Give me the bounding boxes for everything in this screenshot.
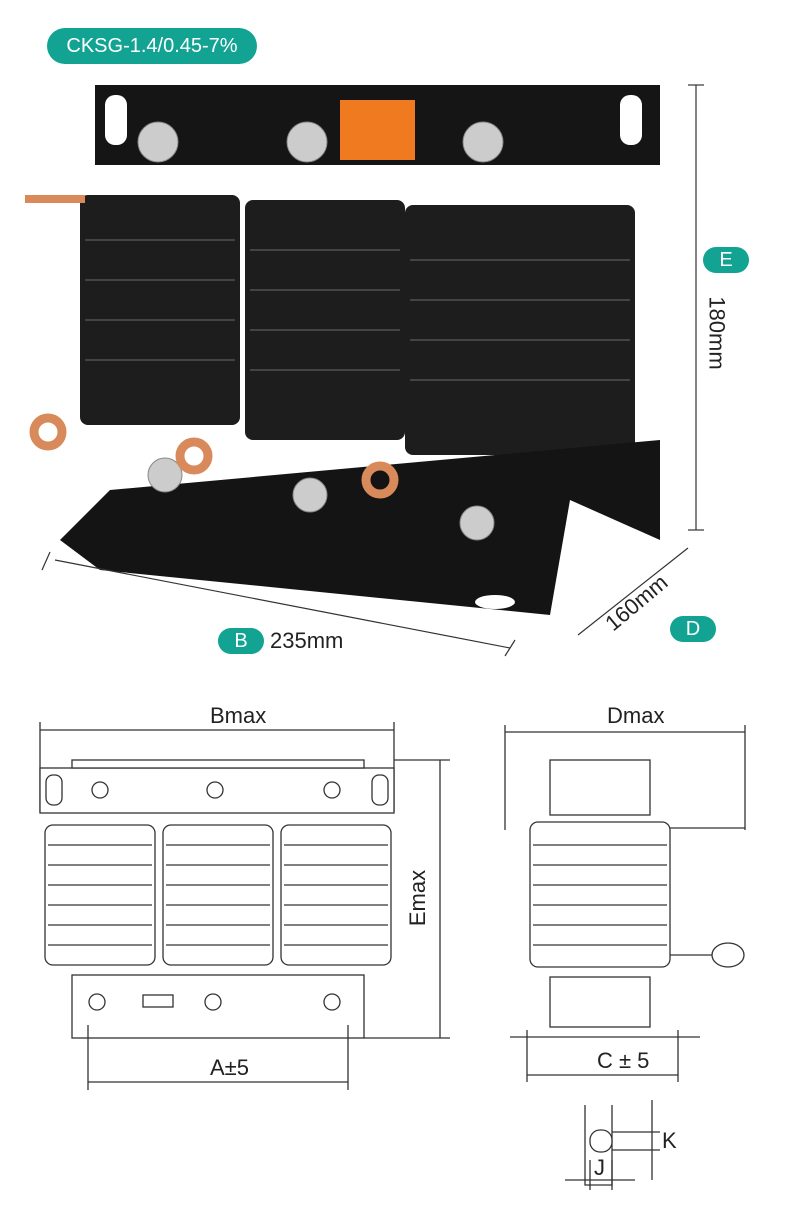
- dim-d-badge: D: [670, 616, 716, 642]
- terminal-block: [340, 100, 415, 160]
- side-view-drawing: [504, 725, 746, 1082]
- j-label: J: [594, 1155, 605, 1180]
- coil-2: [245, 200, 405, 440]
- coil-3: [405, 205, 635, 455]
- a-label: A±5: [210, 1055, 249, 1080]
- dim-e-badge: E: [703, 247, 749, 273]
- k-label: K: [662, 1128, 677, 1153]
- dim-e-value: 180mm: [704, 296, 730, 370]
- front-view-drawing: [39, 722, 450, 1090]
- dim-b-value: 235mm: [270, 628, 344, 653]
- bmax-label: Bmax: [210, 703, 267, 728]
- transformer-photo: [25, 85, 660, 615]
- dim-b-badge: B: [218, 628, 264, 654]
- base-frame: [60, 440, 660, 615]
- dmax-label: Dmax: [607, 703, 665, 728]
- coil-1: [80, 195, 240, 425]
- c-label: C ± 5: [597, 1048, 650, 1073]
- mount-detail-drawing: [565, 1100, 660, 1190]
- model-badge: CKSG-1.4/0.45-7%: [47, 28, 257, 64]
- emax-label: Emax: [405, 869, 431, 927]
